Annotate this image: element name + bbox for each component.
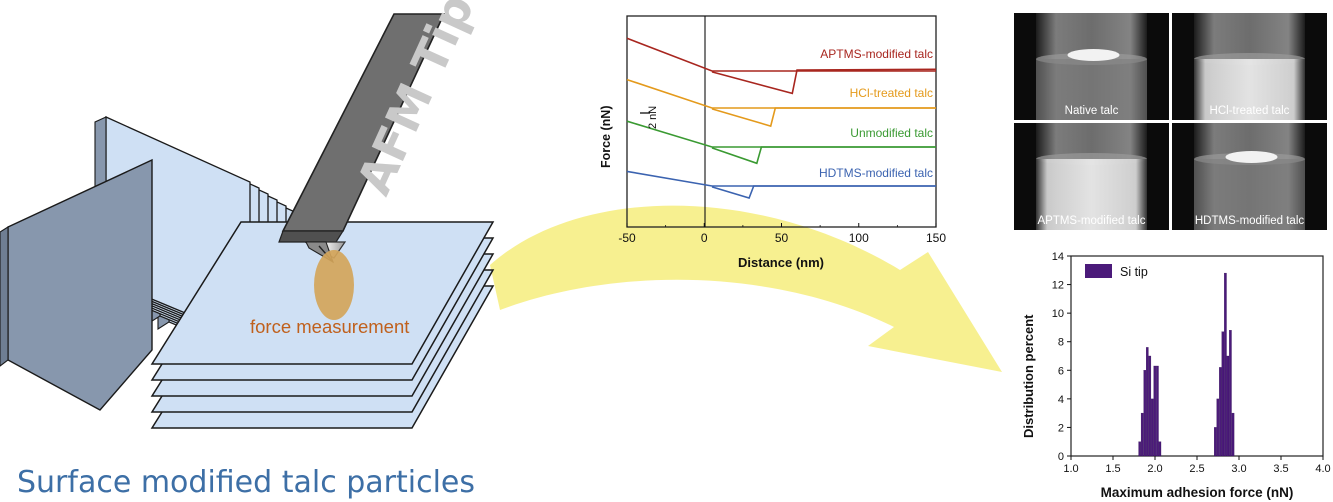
histogram-bar (1219, 367, 1222, 457)
hist-ylabel: Distribution percent (1021, 314, 1036, 438)
hist-x-tick-label: 4.0 (1315, 463, 1330, 475)
hist-xlabel: Maximum adhesion force (nN) (1101, 485, 1294, 500)
histogram-bar (1148, 355, 1152, 457)
force-x-tick-label: 50 (775, 231, 789, 245)
retract-curve-3 (711, 146, 936, 165)
force-ylabel: Force (nN) (599, 106, 613, 169)
retract-curve-2 (711, 107, 936, 128)
hist-y-tick-label: 8 (1058, 337, 1064, 349)
vertical-plate-front-edge (0, 226, 9, 367)
vial-liquid (1194, 59, 1305, 120)
force-x-tick-label: -50 (618, 231, 636, 245)
photo-label: HCl-treated talc (1210, 105, 1290, 117)
photo-label: Native talc (1065, 105, 1119, 117)
hist-x-tick-label: 2.0 (1147, 463, 1162, 475)
histogram-bar (1221, 331, 1225, 457)
afm-cantilever: AFM Tip (278, 0, 485, 243)
vial-liquid (1036, 159, 1147, 230)
hist-y-tick-label: 2 (1058, 422, 1064, 434)
force-measurement-label: force measurement (250, 316, 409, 337)
vial-photo-1: Native talc (1014, 13, 1169, 120)
vial-photo-grid: Native talc HCl-treated talcAPTMS-modifie… (1014, 13, 1327, 230)
histogram-bar (1153, 365, 1157, 457)
vial-liquid (1194, 159, 1305, 230)
histogram-bar (1214, 427, 1217, 457)
histogram-bar (1151, 398, 1154, 457)
hist-y-tick-label: 6 (1058, 365, 1064, 377)
series-label-2: HCl-treated talc (850, 86, 933, 100)
histogram-bar (1156, 365, 1159, 457)
floating-talc-powder (1225, 151, 1278, 163)
series-label-3: Unmodified talc (850, 126, 933, 140)
hist-y-tick-label: 14 (1052, 251, 1064, 263)
hist-x-tick-label: 3.5 (1273, 463, 1288, 475)
retract-curve-1 (711, 68, 937, 95)
force-xlabel: Distance (nm) (738, 255, 824, 270)
histogram-bar (1143, 370, 1147, 457)
series-label-4: HDTMS-modified talc (819, 166, 933, 180)
force-curve-chart: -50 0 50 100 150 APTMS-modified talcHCl-trea… (599, 15, 946, 270)
afm-illustration: AFM Tip force measurement (0, 0, 495, 429)
caption: Surface modified talc particles (17, 465, 475, 500)
force-x-tick-label: 150 (926, 231, 946, 245)
flow-arrow (490, 205, 1002, 372)
histogram-bar (1226, 355, 1230, 457)
histogram-bar (1146, 347, 1149, 457)
retract-curve-4 (711, 185, 936, 199)
hist-y-tick-label: 10 (1052, 308, 1064, 320)
vertical-plate-front (7, 158, 153, 411)
contact-spot (314, 250, 354, 320)
histogram-bar (1224, 272, 1227, 457)
histogram-bar (1231, 412, 1235, 457)
hist-x-tick-label: 2.5 (1189, 463, 1204, 475)
scale-bar-label: 2 nN (647, 106, 659, 129)
floating-talc-powder (1067, 49, 1120, 61)
histogram-bar (1229, 330, 1232, 457)
force-x-tick-label: 0 (701, 231, 708, 245)
hist-legend-label: Si tip (1120, 265, 1148, 279)
hist-x-tick-label: 3.0 (1231, 463, 1246, 475)
hist-x-tick-label: 1.0 (1063, 463, 1078, 475)
series-label-1: APTMS-modified talc (820, 47, 933, 61)
histogram-bar (1138, 441, 1141, 457)
hist-y-tick-label: 12 (1052, 280, 1064, 292)
histogram-bar (1216, 398, 1220, 457)
photo-label: APTMS-modified talc (1037, 215, 1145, 227)
vial-photo-4: HDTMS-modified talc (1172, 123, 1327, 230)
histogram-bar (1140, 412, 1144, 457)
vial-photo-3: APTMS-modified talc (1014, 123, 1169, 230)
approach-curve-1 (626, 37, 936, 72)
hist-y-tick-label: 4 (1058, 394, 1064, 406)
hist-legend-swatch (1085, 264, 1112, 278)
force-x-tick-label: 100 (849, 231, 869, 245)
vial-photo-2: HCl-treated talc (1172, 13, 1327, 120)
vial-liquid (1036, 59, 1147, 120)
hist-frame (1070, 255, 1324, 457)
photo-label: HDTMS-modified talc (1195, 215, 1305, 227)
hist-y-tick-label: 0 (1058, 451, 1064, 463)
hist-x-tick-label: 1.5 (1105, 463, 1120, 475)
histogram-bar (1158, 441, 1162, 457)
